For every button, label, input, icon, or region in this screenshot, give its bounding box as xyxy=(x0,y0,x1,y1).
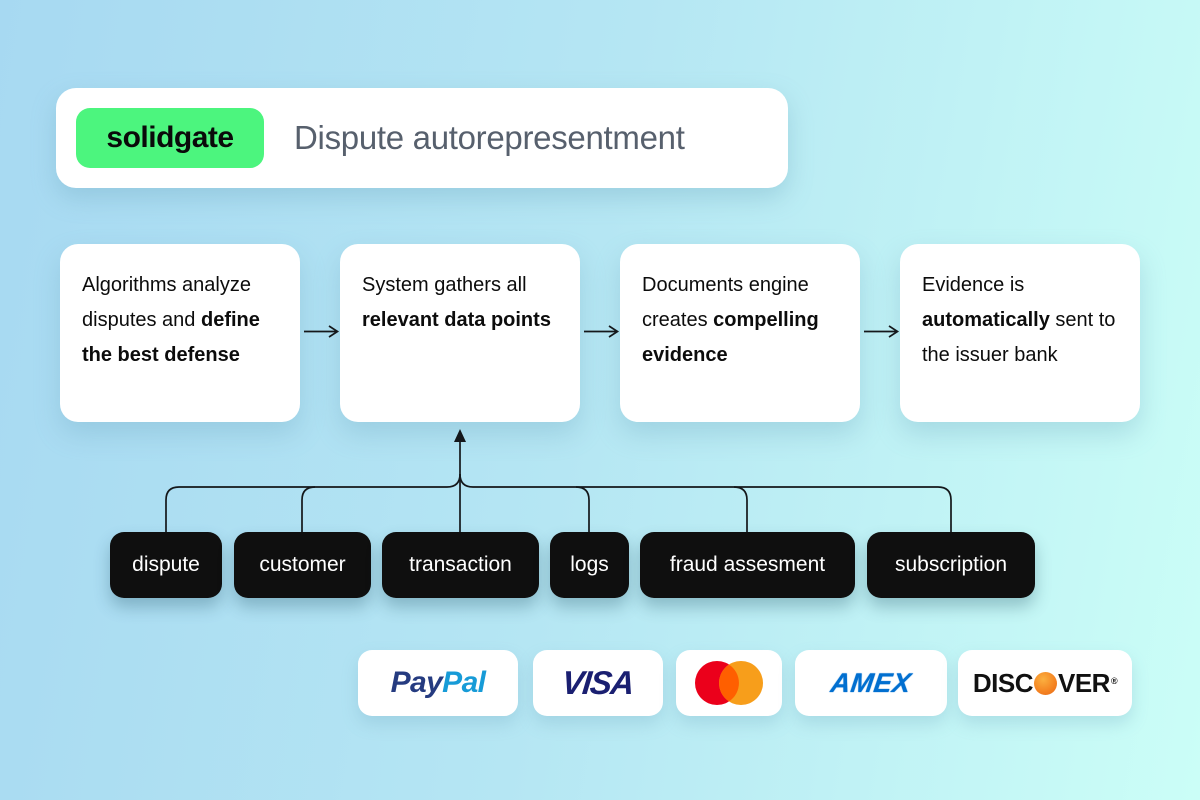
data-pill-dispute: dispute xyxy=(110,532,222,598)
pill-label: logs xyxy=(570,553,609,576)
process-card-text-bold: define the best defense xyxy=(82,309,260,366)
arrow-right-icon xyxy=(584,325,620,338)
process-card-text-bold: compelling evidence xyxy=(642,309,819,366)
process-card-text: Algorithms analyze disputes and xyxy=(82,274,251,331)
registered-trademark-icon: ® xyxy=(1110,675,1118,686)
discover-logo-part1: DISC xyxy=(972,667,1034,698)
data-pill-logs: logs xyxy=(550,532,629,598)
process-card-analyze: Algorithms analyze disputes and define t… xyxy=(60,244,300,422)
header-card: solidgate Dispute autorepresentment xyxy=(56,88,788,188)
data-pill-customer: customer xyxy=(234,532,371,598)
discover-logo: DISC VER ® xyxy=(972,667,1118,699)
connector-right-rail xyxy=(459,473,952,532)
connector-left-rail xyxy=(165,473,461,532)
solidgate-logo-badge: solidgate xyxy=(76,108,264,168)
mastercard-overlap-shape xyxy=(719,664,739,702)
pill-label: transaction xyxy=(409,553,512,576)
process-card-gather: System gathers all relevant data points xyxy=(340,244,580,422)
process-card-text: Evidence is xyxy=(922,274,1025,296)
pill-label: fraud assesment xyxy=(669,553,826,576)
payment-card-visa: VISA xyxy=(533,650,663,716)
process-card-documents: Documents engine creates compelling evid… xyxy=(620,244,860,422)
arrow-right-icon xyxy=(304,325,340,338)
payment-card-mastercard xyxy=(676,650,782,716)
process-card-text-bold: relevant data points xyxy=(362,309,551,331)
process-card-text: System gathers all xyxy=(362,274,527,296)
discover-logo-part2: VER xyxy=(1058,667,1110,698)
data-pill-transaction: transaction xyxy=(382,532,539,598)
visa-logo: VISA xyxy=(560,664,636,701)
arrow-up-icon xyxy=(454,429,466,442)
pill-label: customer xyxy=(259,553,346,576)
process-card-text: sent to the issuer bank xyxy=(922,309,1116,366)
payment-card-paypal: PayPal xyxy=(358,650,518,716)
page-title: Dispute autorepresentment xyxy=(294,119,685,156)
connector-branch-logs xyxy=(575,486,590,532)
payment-card-discover: DISC VER ® xyxy=(958,650,1132,716)
discover-circle-icon xyxy=(1034,671,1057,695)
mastercard-logo-icon xyxy=(695,661,763,705)
connector-branch-fraud xyxy=(733,486,748,532)
paypal-logo-part2: Pal xyxy=(442,666,486,699)
amex-logo: AMEX xyxy=(828,667,914,698)
pill-label: subscription xyxy=(894,553,1008,576)
paypal-logo-part1: Pay xyxy=(390,666,443,699)
data-pill-subscription: subscription xyxy=(867,532,1035,598)
process-card-send: Evidence is automatically sent to the is… xyxy=(900,244,1140,422)
data-pill-fraud-assesment: fraud assesment xyxy=(640,532,855,598)
process-card-text: Documents engine creates xyxy=(642,274,809,331)
solidgate-logo-text: solidgate xyxy=(106,121,234,154)
process-card-text-bold: automatically xyxy=(922,309,1050,331)
connector-branch-customer xyxy=(301,486,316,532)
paypal-logo: PayPal xyxy=(391,666,486,700)
arrow-right-icon xyxy=(864,325,900,338)
payment-card-amex: AMEX xyxy=(795,650,947,716)
pill-label: dispute xyxy=(132,553,200,576)
